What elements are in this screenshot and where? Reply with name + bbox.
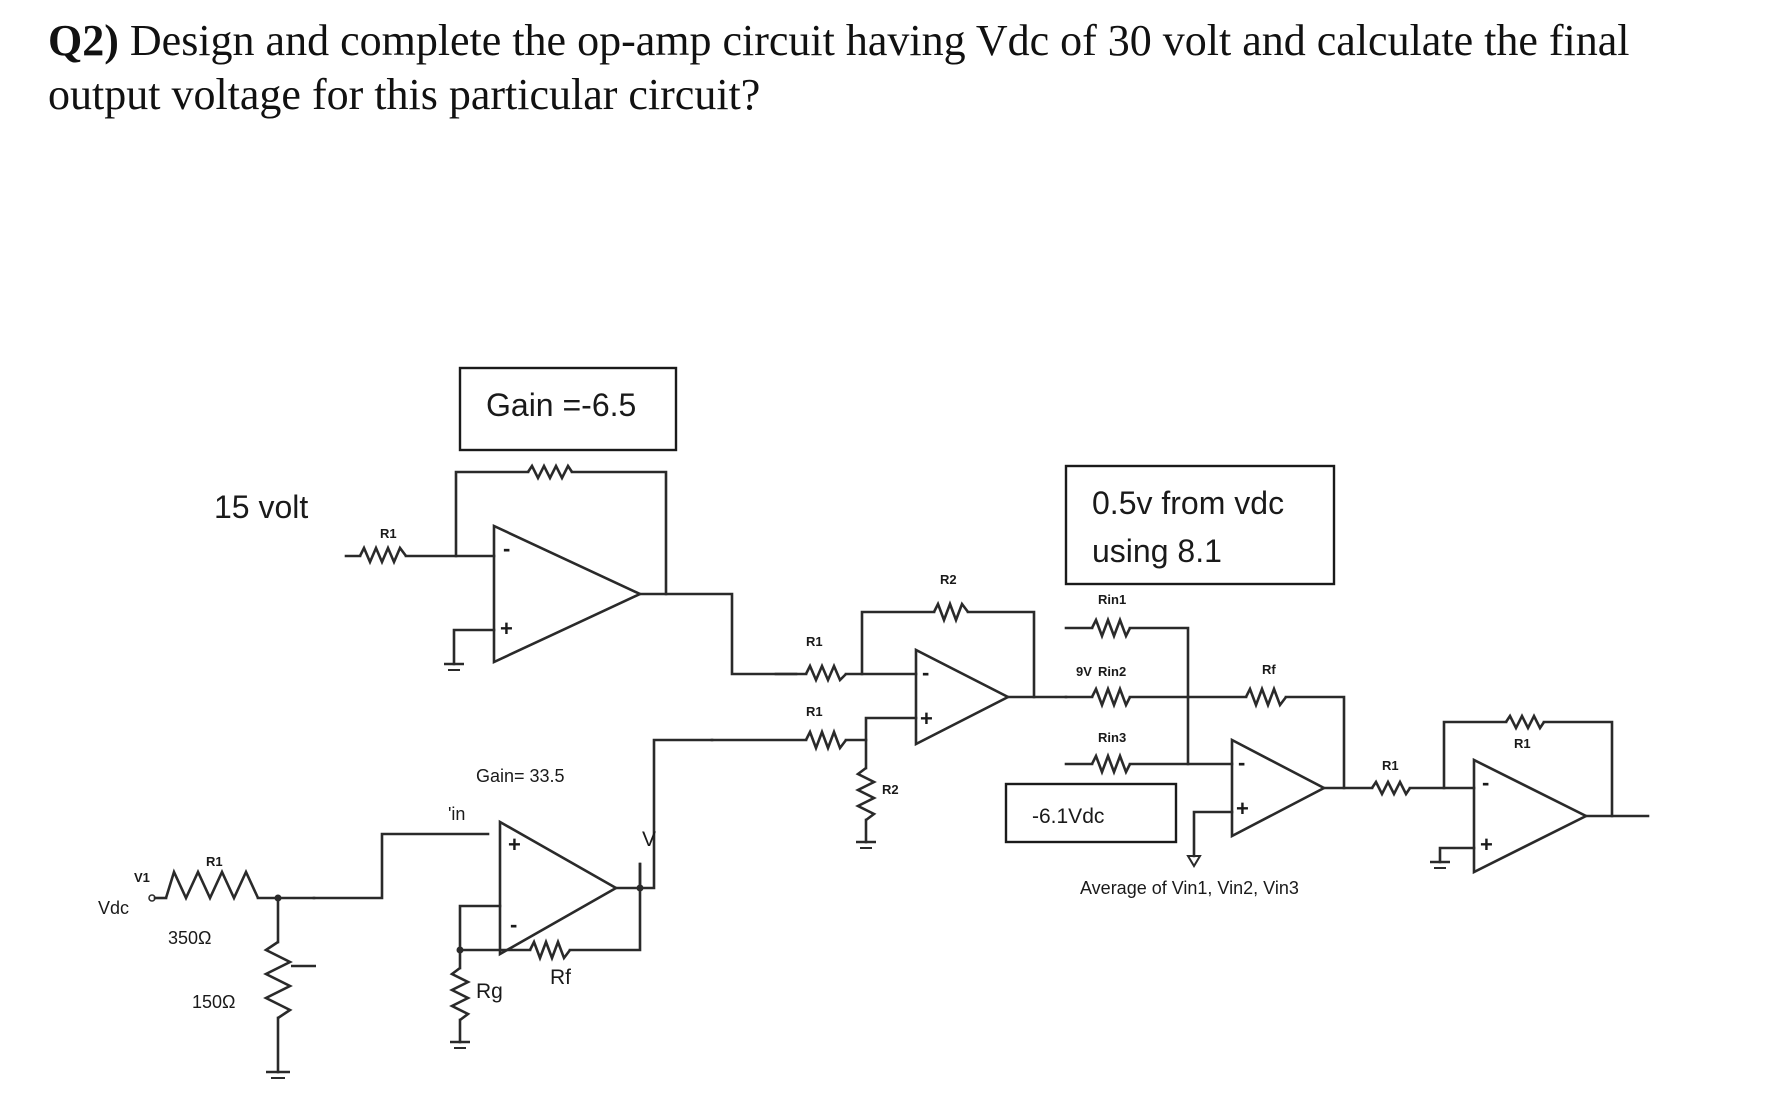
vdc-label: Vdc — [98, 898, 129, 918]
wire — [452, 628, 496, 666]
opamp-averager-plus: + — [1236, 796, 1249, 821]
wire — [860, 610, 936, 676]
resistor-r1-inverting — [358, 544, 408, 566]
opamp-averager — [1230, 737, 1327, 839]
rf-averager-label: Rf — [1262, 662, 1276, 677]
opamp-noninverting — [498, 819, 619, 957]
wire-noninv-out — [638, 738, 714, 890]
resistor-rf-inverting — [526, 463, 574, 481]
r-150-label: 150Ω — [192, 992, 236, 1012]
r-350-label: 350Ω — [168, 928, 212, 948]
opamp-differential-minus: - — [922, 660, 929, 685]
v-in-label: 'in — [448, 804, 465, 824]
resistor-rf-noninverting — [528, 938, 572, 962]
opamp-inverting-plus: + — [500, 616, 513, 641]
half-volt-line1: 0.5v from vdc — [1092, 485, 1284, 521]
rin2-label: Rin2 — [1098, 664, 1126, 679]
wire-divider-to-noninv — [312, 832, 490, 900]
resistor-rin3 — [1090, 752, 1132, 776]
wire — [1192, 810, 1234, 858]
volt-15-label: 15 volt — [214, 489, 308, 525]
rin3-label: Rin3 — [1098, 730, 1126, 745]
resistor-rg — [449, 966, 471, 1022]
neg-vdc-box — [1004, 782, 1178, 844]
resistor-r1-divider — [164, 868, 260, 902]
opamp-differential-plus: + — [920, 706, 933, 731]
gain-neg-label: Gain =-6.5 — [486, 387, 636, 423]
r2-diff-gnd-label: R2 — [882, 782, 899, 797]
r1-final-fb-label: R1 — [1514, 736, 1531, 751]
wire-feedback-right — [570, 470, 668, 596]
wire — [1438, 846, 1476, 864]
rf-noninverting-label: Rf — [550, 966, 571, 989]
average-label: Average of Vin1, Vin2, Vin3 — [1080, 878, 1299, 898]
r2-diff-top-label: R2 — [940, 572, 957, 587]
ground-icon — [1186, 855, 1202, 868]
resistor-150-divider — [263, 940, 293, 1020]
opamp-averager-minus: - — [1238, 750, 1245, 775]
question-body: Design and complete the op-amp circuit h… — [48, 16, 1630, 119]
resistor-rin1 — [1090, 616, 1132, 640]
wire — [1284, 695, 1346, 790]
gain-pos-label: Gain= 33.5 — [476, 766, 565, 786]
resistor-r1-diff-bot — [804, 728, 848, 752]
wire — [844, 716, 918, 742]
opamp-noninverting-minus: - — [510, 912, 517, 937]
wire — [458, 904, 502, 952]
opamp-final-minus: - — [1482, 770, 1489, 795]
wire — [966, 610, 1036, 699]
resistor-rf-averager — [1244, 685, 1288, 709]
wire — [1442, 720, 1508, 790]
question-number: Q2) — [48, 16, 119, 65]
resistor-r1-diff-top — [804, 662, 847, 684]
rin1-label: Rin1 — [1098, 592, 1126, 607]
wire-inverting-out — [638, 592, 798, 676]
v1-label: V1 — [134, 870, 150, 885]
gain-neg-box — [458, 366, 678, 452]
wire — [614, 862, 642, 890]
nine-v-label: 9V — [1076, 664, 1092, 679]
rg-label: Rg — [476, 980, 503, 1003]
resistor-r1-final-fb — [1504, 713, 1546, 731]
resistor-r2-diff-gnd — [855, 766, 877, 822]
resistor-rin2 — [1090, 685, 1132, 709]
question-text: Q2) Design and complete the op-amp circu… — [48, 14, 1748, 122]
r1-divider-label: R1 — [206, 854, 223, 869]
r1-diff-top-label: R1 — [806, 634, 823, 649]
half-volt-box — [1064, 464, 1336, 586]
opamp-final — [1472, 757, 1589, 875]
wire-feedback-left — [454, 470, 530, 558]
opamp-noninverting-plus: + — [508, 832, 521, 857]
wire-feedback — [568, 862, 642, 952]
half-volt-line2: using 8.1 — [1092, 533, 1222, 569]
r1-final-in-label: R1 — [1382, 758, 1399, 773]
v-out-label: V — [642, 828, 656, 851]
opamp-inverting — [492, 523, 644, 665]
resistor-r1-final-in — [1370, 779, 1412, 797]
r1-diff-bot-label: R1 — [806, 704, 823, 719]
resistor-r2-diff-top — [932, 600, 970, 624]
neg-vdc-label: -6.1Vdc — [1032, 805, 1104, 828]
wire — [1542, 720, 1614, 818]
opamp-inverting-minus: - — [503, 536, 510, 561]
opamp-final-plus: + — [1480, 832, 1493, 857]
opamp-differential — [914, 647, 1011, 747]
r1-inverting-label: R1 — [380, 526, 397, 541]
